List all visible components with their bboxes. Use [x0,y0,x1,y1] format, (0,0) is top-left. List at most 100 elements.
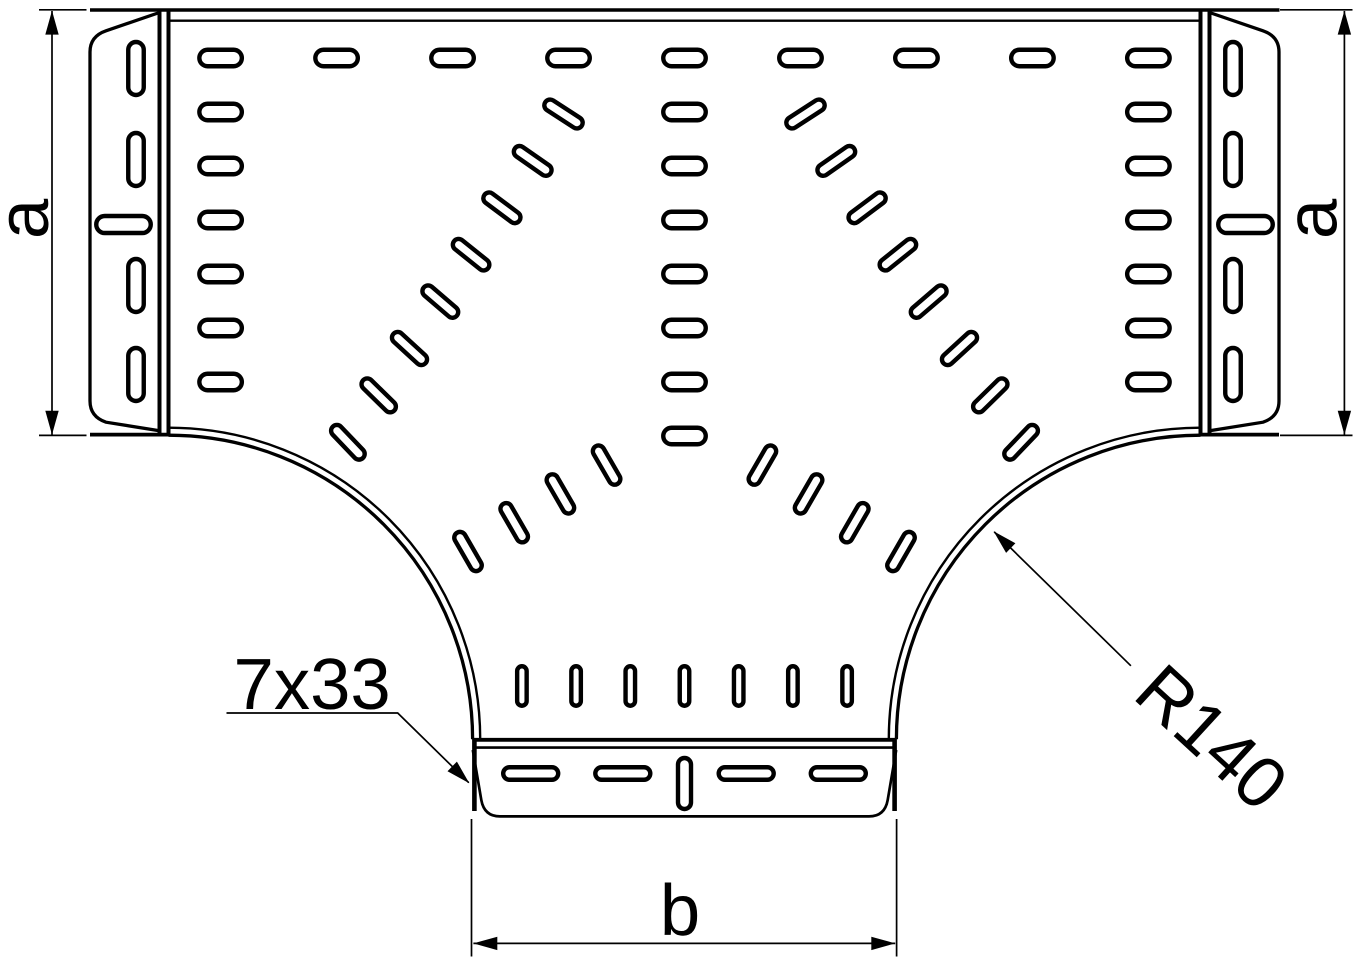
slot-branch-flange [501,765,561,782]
dim-arrow-a-left-top [45,10,59,35]
slot-corner-fan-left [544,472,577,516]
tray-body-outline [88,8,1281,818]
slot-branch-flange [593,765,653,782]
slot-branch-row-7x33 [785,664,800,708]
slot-center-column [661,263,708,285]
dim-arrow-a-right-top [1337,10,1352,35]
slot-right-column [1124,263,1172,285]
dimension-annotations [39,8,1353,957]
slot-branch-row-7x33 [623,664,638,708]
slot-miter-fan-left [420,283,461,320]
label-dim-a-left: a [0,198,64,239]
corner-curve-right-inner [887,426,1201,740]
leader-line-r140 [993,531,1132,667]
slot-top-row [893,47,940,69]
slot-center-column [661,425,708,447]
slot-top-row [197,47,245,69]
leader-line-7x33 [226,712,470,784]
slot-right-column [1124,209,1172,231]
leader-arrow-r140 [993,531,1016,553]
slot-right-column [1124,155,1172,177]
dim-arrow-b-right [871,936,896,951]
slot-miter-fan-left [481,190,523,226]
perforation-slots [94,39,1275,812]
slot-miter-fan-right [877,236,919,273]
slot-end-plate-right [1223,130,1243,189]
slot-top-row [313,47,361,69]
label-dim-b: b [660,870,700,951]
slot-miter-fan-right [1002,422,1041,462]
slot-end-plate-right [1223,39,1243,98]
slot-end-plate-left [126,345,146,404]
slot-right-column [1124,371,1172,393]
leader-arrow-7x33 [447,761,470,784]
slot-right-column [1124,317,1172,339]
slot-left-column [197,263,245,285]
slot-corner-fan-right [746,443,779,487]
branch-flange-outline [471,749,898,818]
dim-arrow-a-right-bottom [1337,410,1352,435]
slot-miter-fan-right [815,143,858,179]
end-plate-left-outline [88,10,161,433]
slot-branch-row-7x33 [677,664,692,708]
slot-miter-fan-left [511,143,554,179]
slot-corner-fan-right [885,529,917,574]
end-plate-right-outline [1208,10,1281,433]
slot-branch-flange [808,765,868,782]
slot-end-plate-left [126,256,146,315]
slot-miter-fan-left [542,97,585,131]
slot-miter-fan-right [784,97,827,131]
slot-miter-fan-right [908,283,949,320]
dimension-labels: a a b 7x33 R140 [0,198,1353,951]
slot-end-plate-left [126,39,146,98]
slot-top-row [1008,47,1056,69]
corner-curve-left-inner [168,426,482,740]
label-radius: R140 [1120,649,1303,826]
slot-miter-fan-right [846,190,888,226]
slot-top-row [545,47,592,69]
slot-end-plate-left-middle [94,213,153,236]
slot-branch-flange [716,765,776,782]
slot-miter-fan-left [359,376,399,415]
dim-arrow-a-left-bottom [45,410,59,435]
slot-miter-fan-left [450,236,492,273]
slot-top-row [777,47,824,69]
slot-right-column [1124,101,1172,123]
corner-curve-left-outer [168,433,475,740]
slot-corner-fan-left [498,500,531,545]
slot-branch-row-7x33 [840,664,855,708]
slot-miter-fan-right [970,376,1010,415]
slot-branch-row-7x33 [514,664,529,708]
slot-end-plate-right [1223,345,1243,404]
slot-top-row [429,47,476,69]
slot-left-column [197,101,245,123]
slot-branch-row-7x33 [569,664,584,708]
slot-end-plate-right [1223,256,1243,315]
slot-left-column [197,371,245,393]
slot-miter-fan-right [939,329,980,368]
slot-miter-fan-left [328,422,367,462]
corner-curve-right-outer [894,433,1201,740]
slot-center-column [661,155,708,177]
slot-left-column [197,155,245,177]
label-perforation: 7x33 [234,644,391,725]
label-dim-a-right: a [1272,198,1353,239]
slot-branch-flange-middle [675,755,694,812]
slot-center-column [661,371,708,393]
slot-corner-fan-left [590,443,623,487]
slot-top-row [661,47,708,69]
slot-center-column [661,209,708,231]
slot-end-plate-right-middle [1216,213,1275,236]
slot-corner-fan-right [792,472,825,516]
slot-branch-row-7x33 [731,664,746,708]
slot-corner-fan-right [838,500,871,545]
dim-arrow-b-left [473,936,498,951]
slot-corner-fan-left [452,529,484,574]
slot-top-row [1124,47,1172,69]
slot-left-column [197,209,245,231]
slot-end-plate-left [126,130,146,189]
slot-miter-fan-left [389,329,430,368]
slot-center-column [661,317,708,339]
